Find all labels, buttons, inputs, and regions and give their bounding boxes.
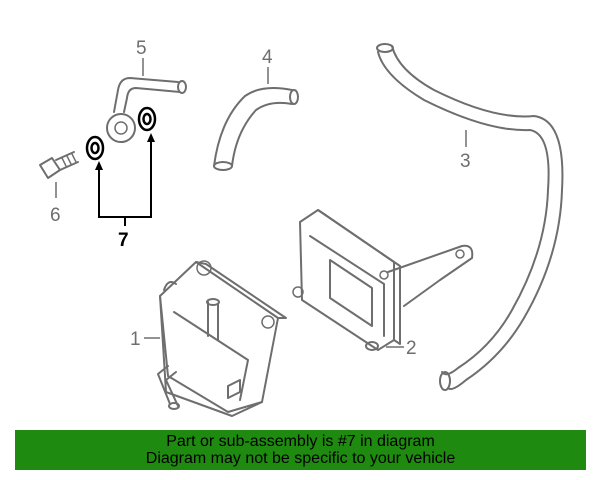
part-2-bracket[interactable] (292, 209, 474, 351)
part-4-hose[interactable] (213, 87, 299, 171)
part-6-bolt[interactable] (39, 151, 79, 179)
callout-5: 5 (136, 38, 147, 59)
part-5-oil-pipe[interactable] (106, 77, 187, 143)
callout-7-bracket (95, 133, 155, 226)
parts-diagram: 5 7 6 4 3 (39, 38, 564, 417)
callout-1: 1 (130, 329, 141, 350)
banner-line-1: Part or sub-assembly is #7 in diagram (166, 433, 435, 450)
callout-2: 2 (406, 338, 417, 359)
notice-banner: Part or sub-assembly is #7 in diagram Di… (15, 430, 586, 470)
callout-4: 4 (262, 47, 273, 68)
callout-3: 3 (460, 151, 471, 172)
part-3-hose[interactable] (376, 43, 564, 391)
banner-line-2: Diagram may not be specific to your vehi… (145, 450, 456, 467)
part-7-washers[interactable] (85, 106, 157, 161)
callout-7: 7 (118, 230, 129, 251)
callout-6: 6 (50, 205, 61, 226)
part-1-oil-cooler[interactable] (157, 260, 287, 417)
